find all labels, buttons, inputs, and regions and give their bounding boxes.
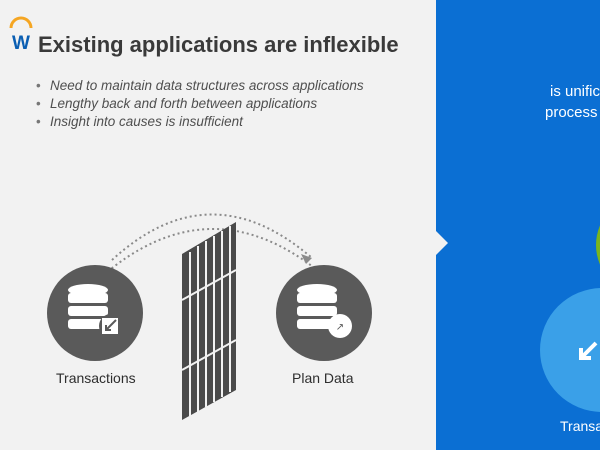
workday-logo-icon: W: [9, 16, 33, 54]
slide-right-panel: is unific process Transa: [436, 0, 600, 450]
bullet-item: Insight into causes is insufficient: [36, 113, 364, 131]
plan-data-database-icon: ↗: [276, 265, 372, 361]
right-panel-shapes: [540, 225, 600, 412]
plan-data-caption: Plan Data: [292, 370, 354, 386]
svg-text:↗: ↗: [336, 322, 344, 333]
bullet-list: Need to maintain data structures across …: [36, 77, 364, 131]
right-panel-caption: Transa: [560, 418, 600, 434]
wall-barrier-icon: [181, 222, 237, 420]
slide-left-panel: W Existing applications are inflexible N…: [0, 0, 436, 450]
slide-title: Existing applications are inflexible: [38, 32, 399, 57]
bullet-item: Need to maintain data structures across …: [36, 77, 364, 95]
bullet-item: Lengthy back and forth between applicati…: [36, 95, 364, 113]
transactions-database-icon: [47, 265, 143, 361]
light-blue-database-circle-icon: [540, 288, 600, 412]
transactions-caption: Transactions: [56, 370, 136, 386]
integration-diagram: ↗: [47, 213, 372, 420]
green-circle-icon: [596, 225, 600, 265]
right-panel-text-line: process: [545, 104, 598, 121]
svg-text:W: W: [12, 33, 30, 54]
transition-arrow-icon: [436, 231, 448, 255]
right-panel-text-line: is unific: [550, 83, 600, 100]
